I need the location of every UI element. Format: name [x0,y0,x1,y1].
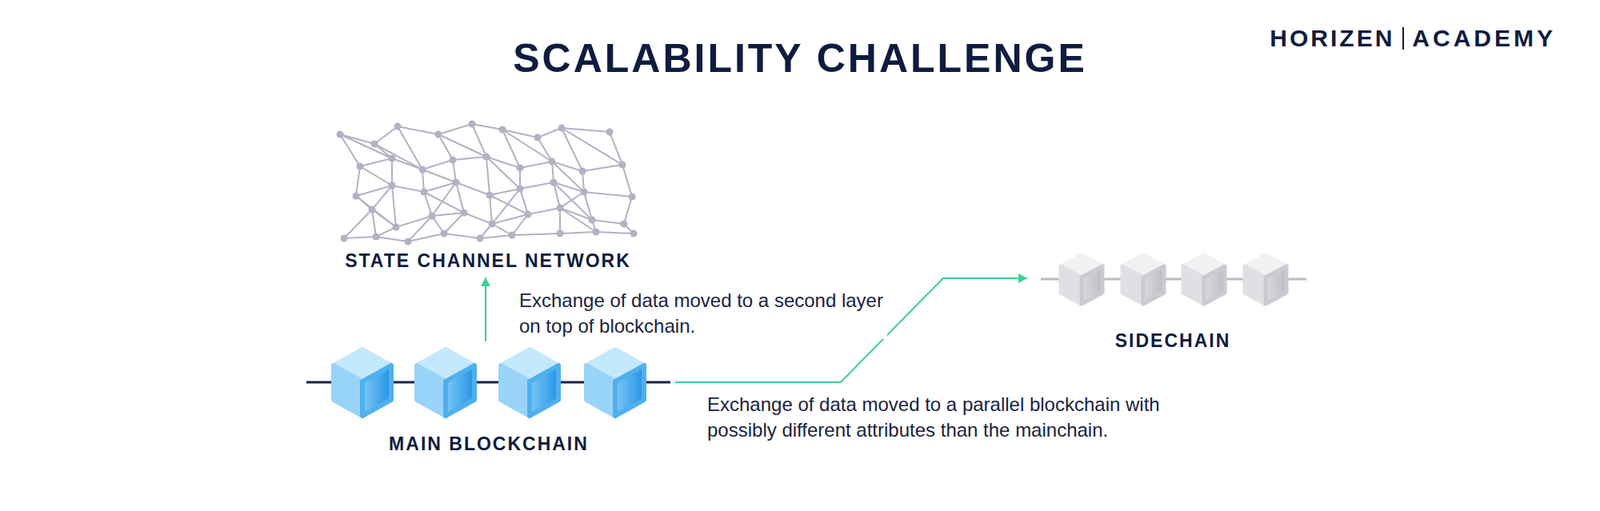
group-label: SIDECHAIN [1030,330,1316,352]
logo-text: ACADEMY [1412,24,1556,52]
logo-divider [1402,27,1404,50]
logo: HORIZEN ACADEMY [1269,24,1556,52]
main-blocks [333,349,644,416]
side-blocks [1060,255,1287,304]
group-label: STATE CHANNEL NETWORK [328,250,648,272]
arrow-head [480,277,491,287]
network-mesh [340,124,634,242]
network-dots [336,120,638,246]
chain-group: STATE CHANNEL NETWORK [328,116,648,276]
arrow-head [1018,273,1028,284]
edge-label: Exchange of data moved to a parallel blo… [707,392,1228,444]
connector [480,277,491,342]
chain-group: MAIN BLOCKCHAIN [304,344,674,463]
logo-text: HORIZEN [1269,24,1395,52]
edge-label: Exchange of data moved to a second layer… [519,288,888,340]
group-label: MAIN BLOCKCHAIN [304,433,674,456]
chain-group: SIDECHAIN [1030,248,1316,356]
connector-line [484,277,487,342]
